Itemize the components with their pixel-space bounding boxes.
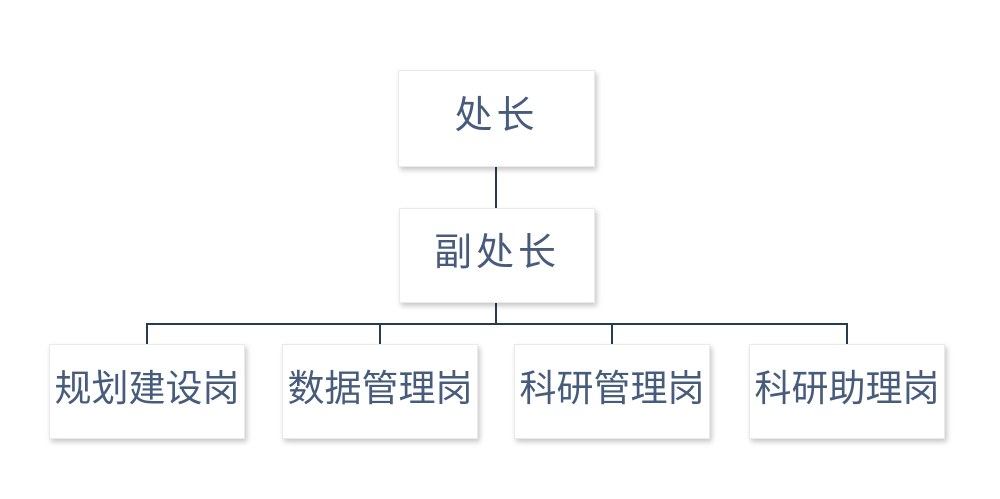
node-data-management: 数据管理岗 — [282, 344, 478, 439]
node-research-management-label: 科研管理岗 — [519, 368, 705, 409]
node-deputy-director: 副处长 — [399, 208, 595, 303]
node-research-management: 科研管理岗 — [514, 344, 710, 439]
connector-drop-research-mgmt — [611, 323, 613, 345]
connector-drop-research-asst — [846, 323, 848, 345]
connector-drop-planning — [146, 323, 148, 345]
connector-deputy-stem — [495, 303, 497, 325]
node-research-assistant-label: 科研助理岗 — [754, 368, 940, 409]
connector-director-deputy — [495, 167, 497, 209]
connector-horizontal-bar — [146, 323, 848, 325]
node-planning-construction: 规划建设岗 — [49, 344, 245, 439]
node-deputy-director-label: 副处长 — [433, 231, 560, 274]
node-planning-construction-label: 规划建设岗 — [54, 368, 240, 409]
node-data-management-label: 数据管理岗 — [287, 368, 473, 409]
node-director: 处长 — [398, 70, 595, 167]
node-research-assistant: 科研助理岗 — [749, 344, 945, 439]
connector-drop-data — [379, 323, 381, 345]
node-director-label: 处长 — [454, 94, 539, 137]
